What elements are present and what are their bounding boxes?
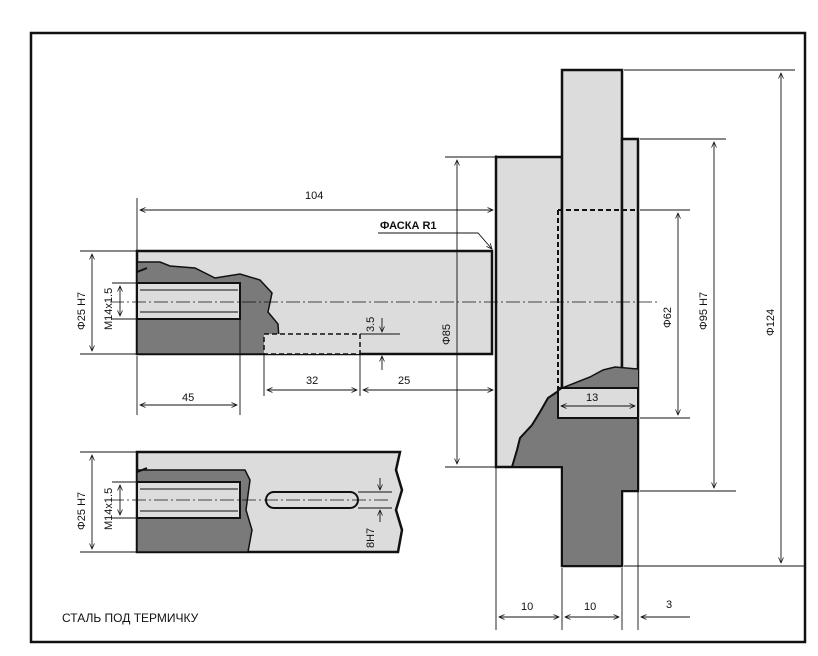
dim-width-10b: 10 [584,601,596,613]
dim-width-10a: 10 [521,601,533,613]
hidden-bore [557,209,638,388]
shaft-top [135,249,494,356]
dim-groove-depth: 3.5 [365,317,377,332]
dim-key-8h7: 8H7 [365,528,377,548]
break-line-flange [511,366,639,468]
shaft-top-groove [263,333,361,355]
dimensions [80,69,805,630]
flange-part [494,68,640,568]
dim-len-25: 25 [398,375,410,387]
shaft-top-thread-hole [136,282,241,320]
dim-dia-25-bottom: Φ25 H7 [76,492,88,530]
chamfer-top [136,251,148,274]
dim-width-3: 3 [666,599,672,611]
dim-length-104: 104 [305,190,323,202]
dim-dia-85: Φ85 [441,324,453,345]
dim-dia-124: Φ124 [765,309,777,336]
dim-recess-13: 13 [586,392,598,404]
chamfer-bottom [136,452,148,474]
flange-recess [557,387,639,419]
dim-groove-32: 32 [306,375,318,387]
material-note: СТАЛЬ ПОД ТЕРМИЧКУ [62,611,199,625]
dim-thread-top: M14x1.5 [103,288,115,330]
chamfer-label: ФАСКА R1 [380,220,437,232]
shaft-bottom [135,450,404,554]
dim-dia-95: Φ95 H7 [698,292,710,330]
dim-dia-62: Φ62 [662,307,674,328]
dim-dia-25-top: Φ25 H7 [76,292,88,330]
dim-thread-len-45: 45 [182,392,194,404]
dim-thread-bottom: M14x1.5 [103,488,115,530]
